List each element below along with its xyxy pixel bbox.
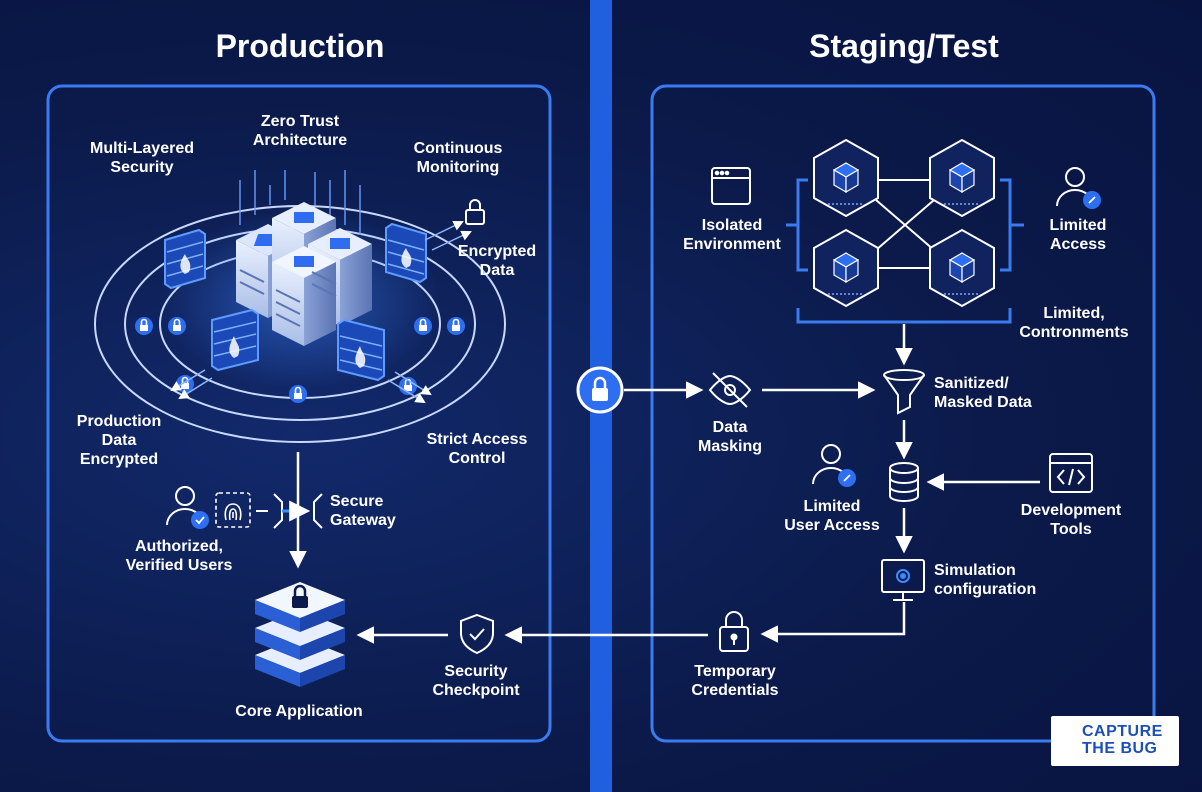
production-panel xyxy=(46,84,552,743)
data-masking-eye-slash-icon xyxy=(708,372,752,408)
light-beams xyxy=(239,170,361,235)
security-checkpoint-shield-icon xyxy=(460,613,494,655)
firewall-icons xyxy=(164,222,427,382)
staging-panel xyxy=(650,84,1156,743)
isolated-environment-window-icon xyxy=(711,167,751,205)
secure-gateway-icon xyxy=(273,493,323,529)
staging-title: Staging/Test xyxy=(809,28,999,64)
core-application-icon xyxy=(255,582,345,687)
limited-user-access-icon xyxy=(812,444,856,487)
simulation-monitor-icon xyxy=(881,559,925,601)
verified-user-icon xyxy=(166,486,209,529)
environment-brackets xyxy=(786,178,1024,324)
encrypted-data-lock-icon xyxy=(465,199,485,225)
container-network-links xyxy=(875,179,935,269)
limited-access-user-icon xyxy=(1056,167,1101,209)
divider-lock-icon[interactable] xyxy=(576,366,624,414)
limited-contronments-label: Limited,Contronments xyxy=(1019,305,1129,341)
encrypted-flow-arrows xyxy=(170,220,472,404)
sanitize-funnel-icon xyxy=(883,369,925,415)
core-application-label: Core Application xyxy=(235,703,363,720)
container-hex-icons xyxy=(813,138,995,308)
temporary-credentials-lock-icon xyxy=(719,611,749,652)
authorized-users-label: Authorized,Verified Users xyxy=(125,538,233,574)
database-icon xyxy=(889,462,919,502)
sanitized-masked-data-label: Sanitized/Masked Data xyxy=(934,375,1032,411)
simulation-to-credentials-arrow xyxy=(760,602,906,643)
fingerprint-icon xyxy=(215,492,251,528)
production-title: Production xyxy=(215,28,385,64)
server-cluster-icon xyxy=(236,202,372,346)
development-tools-code-icon xyxy=(1049,453,1093,493)
capture-the-bug-logo[interactable] xyxy=(1051,716,1179,766)
